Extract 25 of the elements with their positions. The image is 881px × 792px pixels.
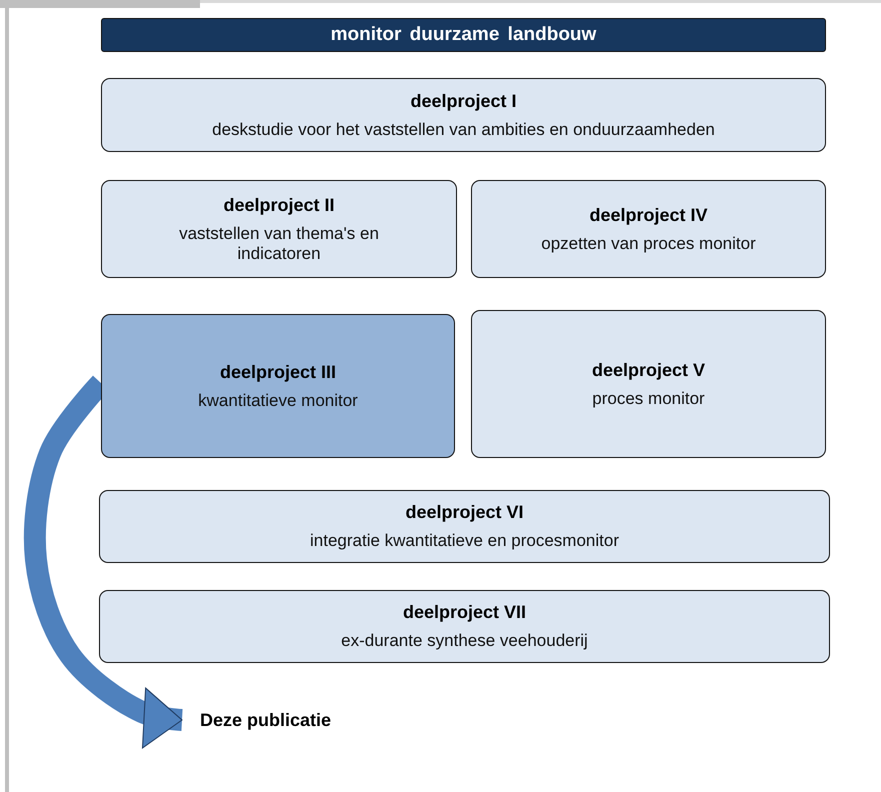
box-description: vaststellen van thema's en indicatoren: [178, 224, 380, 264]
highlighted-box: [101, 314, 455, 458]
process-box: [99, 490, 830, 563]
process-box: [101, 180, 457, 278]
box-heading: deelproject II: [223, 194, 335, 216]
process-box: [471, 180, 826, 278]
box-heading: deelproject IV: [589, 204, 708, 226]
process-box: [99, 590, 830, 663]
box-description: ex-durante synthese veehouderij: [341, 631, 588, 651]
process-box: [101, 78, 826, 152]
box-heading: Deze publicatie: [200, 710, 332, 730]
title-banner: [101, 18, 826, 52]
box-heading: deelproject VII: [402, 602, 526, 624]
box-description: deskstudie voor het vaststellen van ambities en onduurzaamheden: [212, 120, 715, 140]
box-heading: deelproject VI: [405, 502, 524, 524]
box-description: proces monitor: [592, 388, 705, 408]
box-description: kwantitatieve monitor: [198, 390, 358, 410]
box-heading: deelproject III: [220, 362, 336, 383]
box-heading: deelproject I: [410, 90, 517, 112]
process-box: [471, 310, 826, 458]
box-heading: deelproject V: [592, 360, 706, 381]
box-description: integratie kwantitatieve en procesmonitor: [310, 531, 619, 551]
banner-title: monitor duurzame landbouw: [330, 24, 596, 46]
box-description: opzetten van proces monitor: [541, 234, 756, 254]
curved-arrow: [24, 376, 183, 748]
